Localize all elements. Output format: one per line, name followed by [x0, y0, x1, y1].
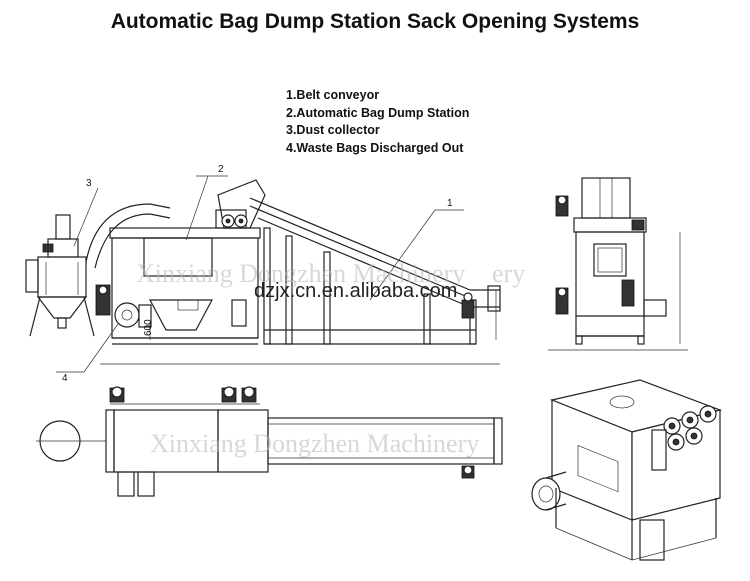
callout-1: 1 — [447, 198, 453, 209]
watermark-top: Xinxiang Dongzhen Machinery — [136, 259, 465, 288]
legend-item-bag-dump-station: 2.Automatic Bag Dump Station — [286, 105, 470, 120]
bag-dump-station-front — [109, 179, 266, 345]
plan-view: Xinxiang Dongzhen Machinery — [36, 386, 503, 497]
legend-item-dust-collector: 3.Dust collector — [286, 123, 380, 137]
watermark-side: ery — [492, 259, 525, 288]
waste-bag-outlet — [95, 284, 152, 328]
component-legend: 1.Belt conveyor 2.Automatic Bag Dump Sta… — [286, 87, 469, 157]
callout-4: 4 — [62, 373, 68, 384]
isometric-view — [531, 379, 723, 561]
side-elevation-view: ery — [492, 177, 688, 351]
callout-3: 3 — [86, 178, 92, 189]
dimension-label: 600 — [143, 319, 154, 336]
diagram-title: Automatic Bag Dump Station Sack Opening … — [110, 10, 640, 33]
legend-item-belt-conveyor: 1.Belt conveyor — [286, 88, 380, 102]
front-elevation-view: 3 2 1 4 600 Xinxiang Dongzhen Machinery … — [25, 164, 501, 384]
dust-collector — [25, 214, 95, 337]
legend-item-waste-bags: 4.Waste Bags Discharged Out — [286, 140, 464, 155]
website-label: dzjx.cn.en.alibaba.com — [254, 280, 457, 302]
watermark-bottom: Xinxiang Dongzhen Machinery — [150, 429, 479, 458]
belt-conveyor-front — [249, 197, 501, 345]
callout-2: 2 — [218, 164, 224, 175]
